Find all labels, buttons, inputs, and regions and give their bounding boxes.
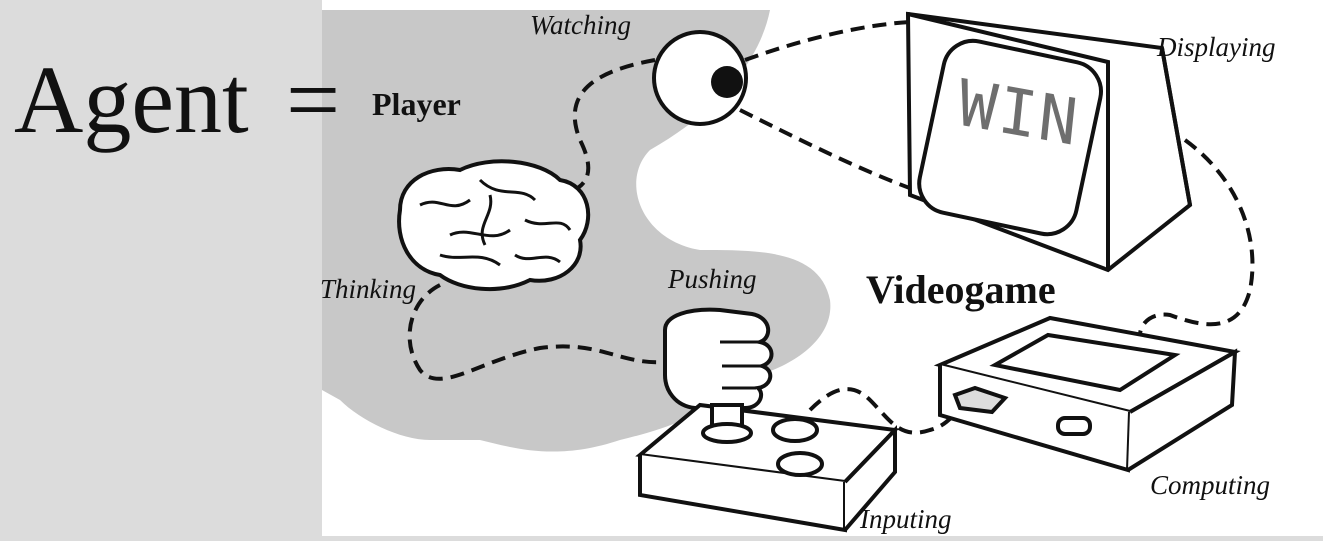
fist-icon	[663, 307, 774, 410]
brain-icon	[397, 159, 591, 292]
label-thinking: Thinking	[320, 274, 417, 304]
screen-text: WIN	[954, 66, 1083, 162]
label-pushing: Pushing	[668, 264, 757, 294]
label-computing: Computing	[1150, 470, 1271, 500]
title-equals: =	[286, 46, 341, 153]
eye-icon	[652, 30, 748, 126]
joystick-icon	[635, 402, 900, 533]
console-icon	[933, 315, 1241, 473]
label-watching: Watching	[530, 10, 631, 40]
label-displaying: Displaying	[1157, 32, 1276, 62]
label-player: Player	[372, 86, 461, 122]
label-inputing: Inputing	[860, 504, 952, 534]
monitor-icon	[905, 11, 1193, 273]
label-videogame: Videogame	[866, 267, 1056, 312]
title-agent: Agent	[14, 46, 249, 153]
